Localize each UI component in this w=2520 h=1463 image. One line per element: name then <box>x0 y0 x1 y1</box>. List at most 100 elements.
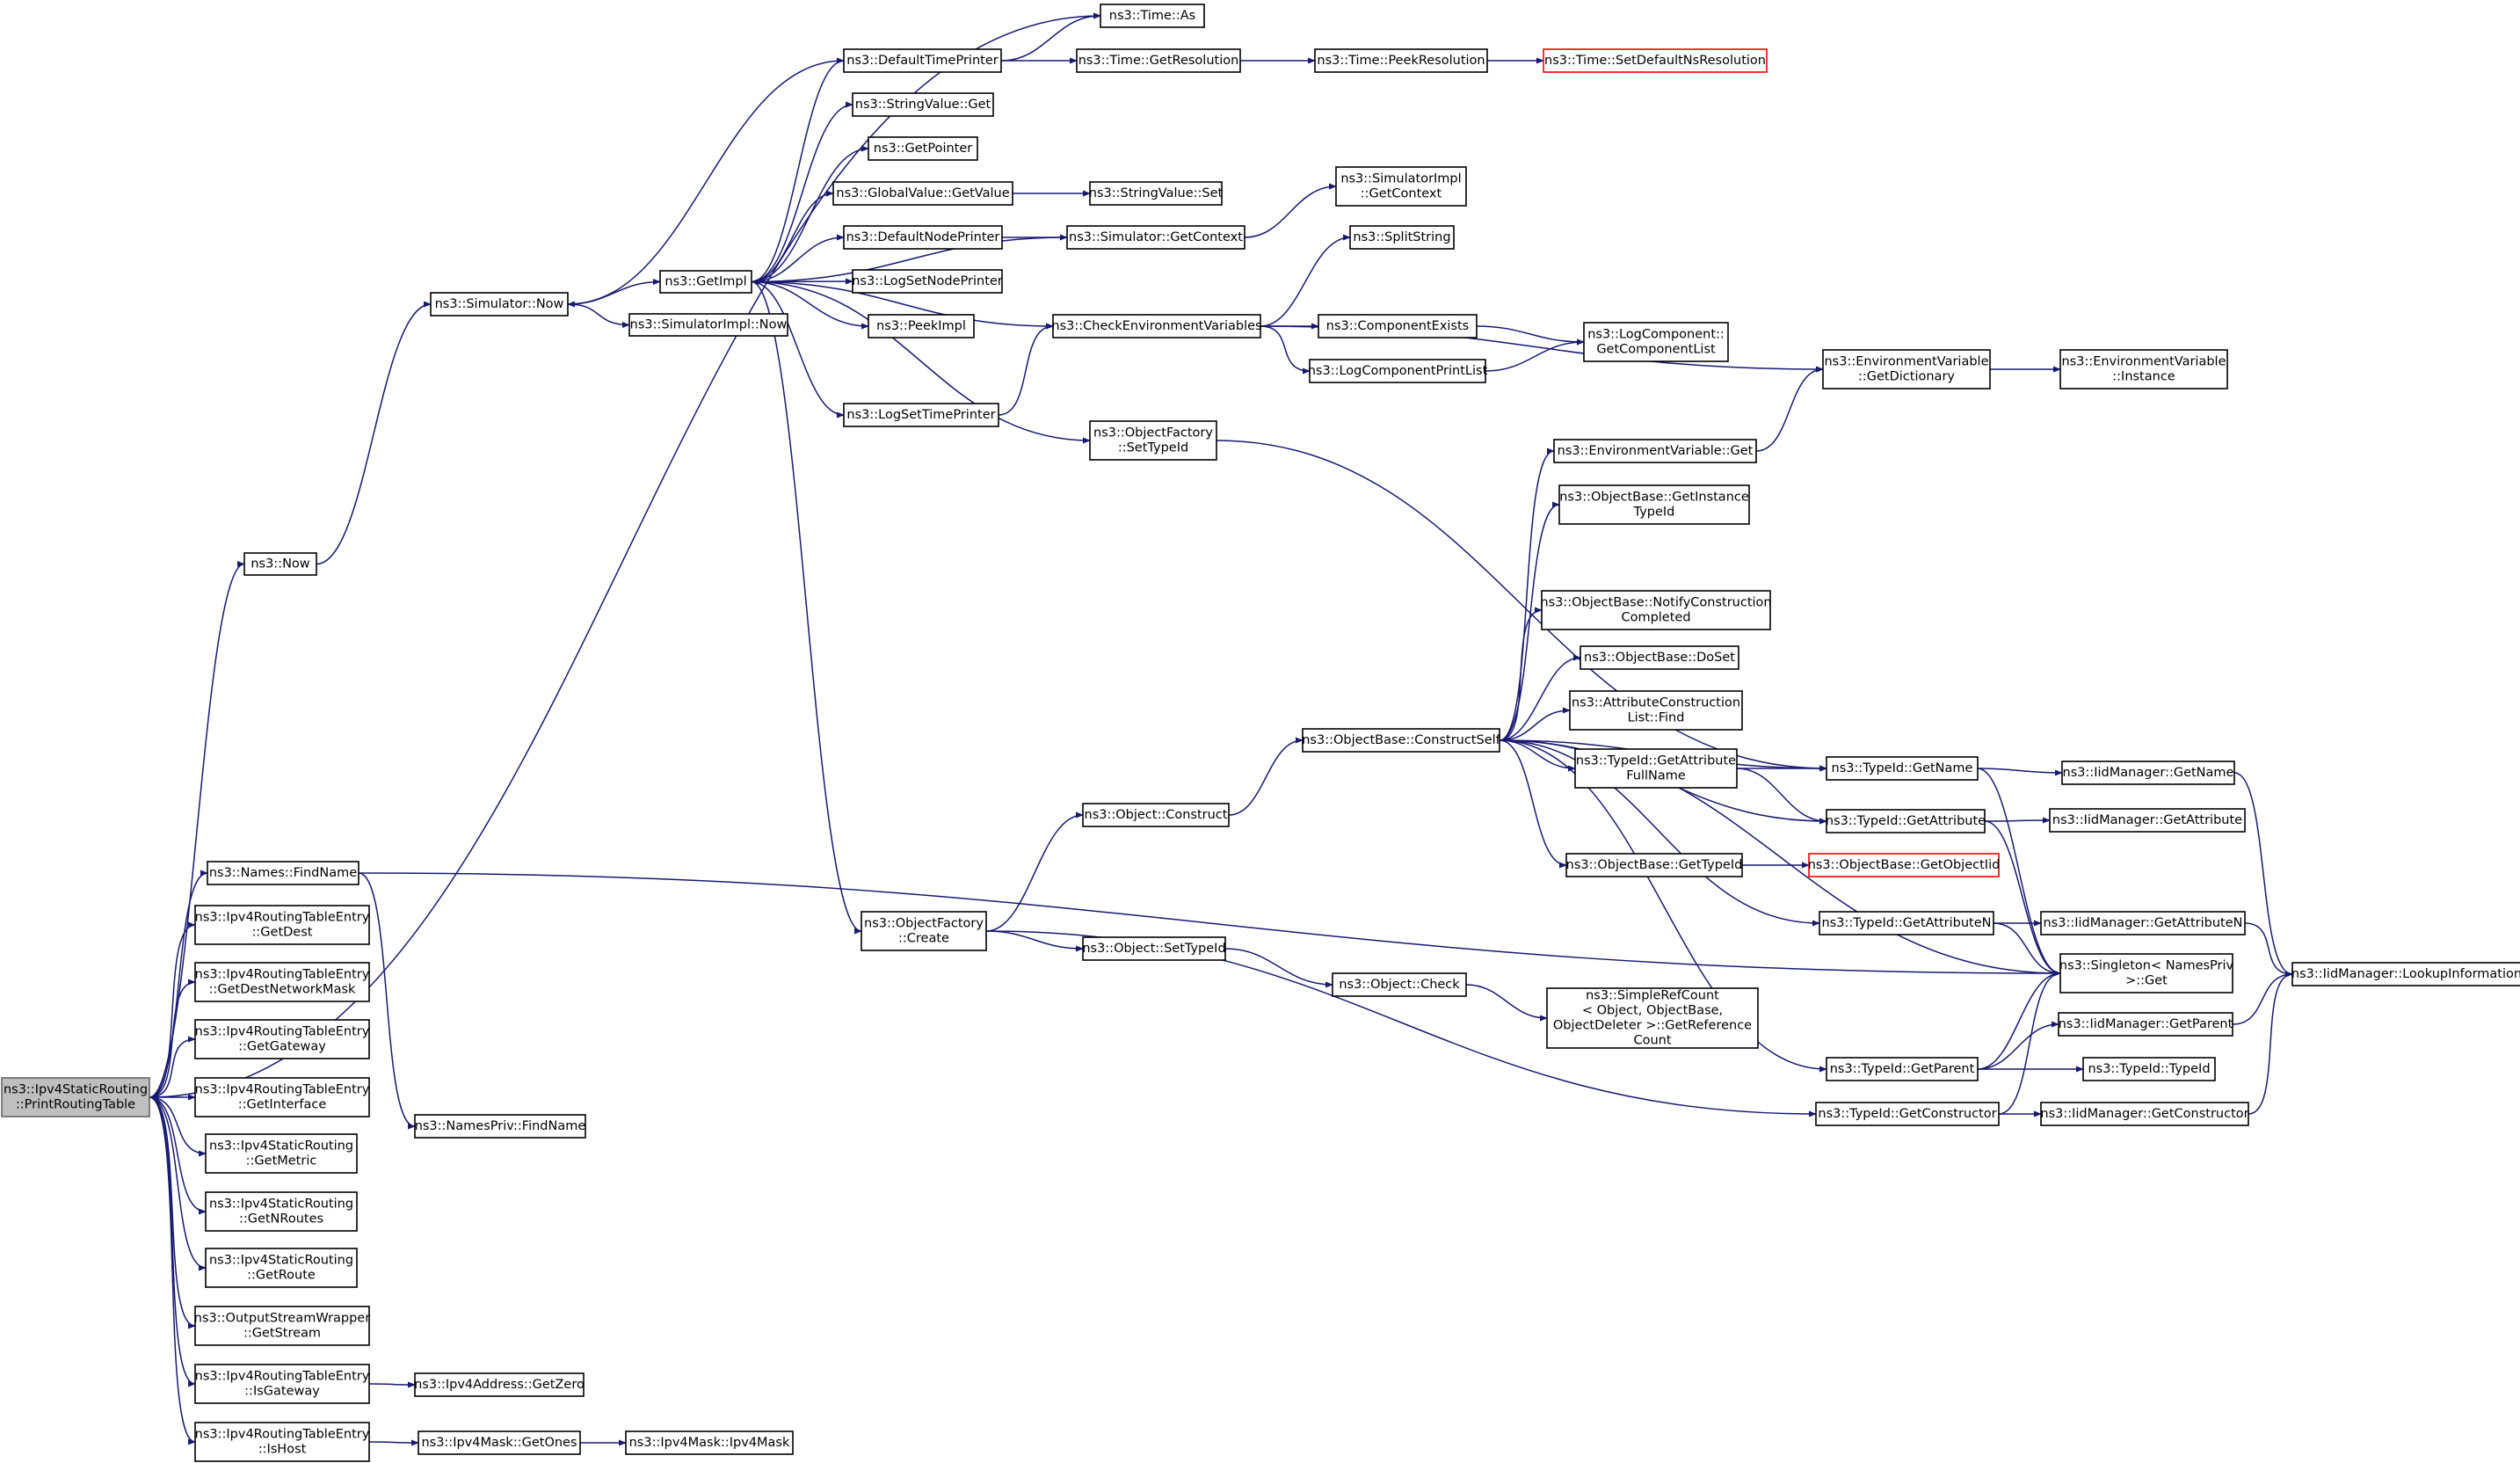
edge-check_env-to-logcompprintlist <box>1260 325 1311 375</box>
node-envvar-get[interactable]: ns3::EnvironmentVariable::Get <box>1553 439 1757 463</box>
node-time-getres[interactable]: ns3::Time::GetResolution <box>1076 48 1241 73</box>
node-objbase-doset[interactable]: ns3::ObjectBase::DoSet <box>1580 645 1739 670</box>
node-typeid-getconstructor[interactable]: ns3::TypeId::GetConstructor <box>1815 1102 2000 1126</box>
node-rte-ishost[interactable]: ns3::Ipv4RoutingTableEntry::IsHost <box>194 1422 370 1462</box>
node-sim-getcontext[interactable]: ns3::Simulator::GetContext <box>1066 225 1245 250</box>
node-objbase-gettypeid[interactable]: ns3::ObjectBase::GetTypeId <box>1565 853 1743 877</box>
edge-root-to-rte_isgateway <box>149 1096 196 1387</box>
node-peekimpl[interactable]: ns3::PeekImpl <box>868 314 975 338</box>
node-objfactory-settypeid[interactable]: ns3::ObjectFactory::SetTypeId <box>1089 420 1217 461</box>
node-envvar-getdict[interactable]: ns3::EnvironmentVariable::GetDictionary <box>1822 349 1991 389</box>
node-label: ns3::ObjectBase::GetInstance <box>1559 491 1749 505</box>
node-sim-now[interactable]: ns3::Simulator::Now <box>430 292 569 317</box>
node-box <box>1580 645 1739 670</box>
node-typeid-getparent[interactable]: ns3::TypeId::GetParent <box>1826 1057 1979 1081</box>
node-ipv4mask-ctor[interactable]: ns3::Ipv4Mask::Ipv4Mask <box>625 1430 794 1455</box>
node-object-construct[interactable]: ns3::Object::Construct <box>1082 803 1230 827</box>
node-now[interactable]: ns3::Now <box>243 552 317 576</box>
node-globalvalue-getvalue[interactable]: ns3::GlobalValue::GetValue <box>832 181 1013 206</box>
node-stringvalue-set[interactable]: ns3::StringValue::Set <box>1089 181 1224 206</box>
node-box <box>1583 322 1729 362</box>
node-objbase-constructself[interactable]: ns3::ObjectBase::ConstructSelf <box>1302 728 1501 753</box>
node-box <box>868 314 975 338</box>
node-getpointer[interactable]: ns3::GetPointer <box>868 136 978 161</box>
node-sr-getroute[interactable]: ns3::Ipv4StaticRouting::GetRoute <box>205 1248 358 1288</box>
node-label: ::GetMetric <box>246 1154 317 1168</box>
node-box <box>2082 1057 2216 1081</box>
node-root[interactable]: ns3::Ipv4StaticRouting::PrintRoutingTabl… <box>1 1077 150 1117</box>
node-label: ns3::IidManager::LookupInformation <box>2291 967 2520 981</box>
node-typeid-getattribute[interactable]: ns3::TypeId::GetAttribute <box>1826 809 1986 833</box>
edge-typeid_getattrfullname-to-typeid_getattribute <box>1736 768 1827 825</box>
node-box <box>843 225 1003 250</box>
node-singleton-get[interactable]: ns3::Singleton< NamesPriv>::Get <box>2059 953 2234 994</box>
node-logsetnodeprinter[interactable]: ns3::LogSetNodePrinter <box>852 269 1003 294</box>
node-rte-getdest[interactable]: ns3::Ipv4RoutingTableEntry::GetDest <box>194 905 370 945</box>
node-label: ::Instance <box>2112 370 2175 384</box>
node-rte-getgateway[interactable]: ns3::Ipv4RoutingTableEntry::GetGateway <box>194 1019 370 1059</box>
node-ipv4addr-getzero[interactable]: ns3::Ipv4Address::GetZero <box>414 1372 585 1397</box>
node-objfactory-create[interactable]: ns3::ObjectFactory::Create <box>861 911 987 951</box>
edge-root-to-sr_getroute <box>149 1096 207 1271</box>
node-label: ns3::StringValue::Set <box>1089 186 1224 200</box>
node-typeid-getattributen[interactable]: ns3::TypeId::GetAttributeN <box>1819 911 1994 935</box>
node-def-node-printer[interactable]: ns3::DefaultNodePrinter <box>843 225 1003 250</box>
node-rte-isgateway[interactable]: ns3::Ipv4RoutingTableEntry::IsGateway <box>194 1364 370 1404</box>
node-iidmgr-getname[interactable]: ns3::IidManager::GetName <box>2061 761 2235 785</box>
edge-getimpl-to-getpointer <box>751 145 869 283</box>
node-typeid-getname[interactable]: ns3::TypeId::GetName <box>1826 756 1979 781</box>
node-iidmgr-getattribute[interactable]: ns3::IidManager::GetAttribute <box>2049 808 2246 833</box>
node-iidmgr-getattributen[interactable]: ns3::IidManager::GetAttributeN <box>2040 911 2246 935</box>
node-time-as[interactable]: ns3::Time::As <box>1100 4 1205 28</box>
node-box <box>1822 349 1991 389</box>
node-simimpl-getcontext[interactable]: ns3::SimulatorImpl::GetContext <box>1335 166 1467 207</box>
node-check-env[interactable]: ns3::CheckEnvironmentVariables <box>1051 314 1262 338</box>
node-splitstring[interactable]: ns3::SplitString <box>1349 225 1455 250</box>
node-def-time-printer[interactable]: ns3::DefaultTimePrinter <box>843 48 1002 73</box>
node-box <box>1826 1057 1979 1081</box>
node-iidmgr-lookup[interactable]: ns3::IidManager::LookupInformation <box>2291 962 2520 986</box>
node-sr-getmetric[interactable]: ns3::Ipv4StaticRouting::GetMetric <box>205 1133 358 1174</box>
node-sr-getnroutes[interactable]: ns3::Ipv4StaticRouting::GetNRoutes <box>205 1191 358 1232</box>
node-label: ns3::IidManager::GetName <box>2063 766 2234 780</box>
node-label: ns3::ObjectBase::ConstructSelf <box>1302 733 1500 747</box>
node-time-peekres[interactable]: ns3::Time::PeekResolution <box>1314 48 1488 73</box>
node-logsettimeprinter[interactable]: ns3::LogSetTimePrinter <box>843 403 999 427</box>
edge-logcompprintlist-to-logcomp_getlist <box>1485 338 1585 372</box>
node-getimpl[interactable]: ns3::GetImpl <box>659 270 752 294</box>
node-rte-getinterface[interactable]: ns3::Ipv4RoutingTableEntry::GetInterface <box>194 1077 370 1117</box>
node-logcomp-getlist[interactable]: ns3::LogComponent::GetComponentList <box>1583 322 1729 362</box>
node-iidmgr-getconstructor[interactable]: ns3::IidManager::GetConstructor <box>2040 1102 2249 1126</box>
node-stringvalue-get[interactable]: ns3::StringValue::Get <box>852 92 994 117</box>
node-objbase-notify[interactable]: ns3::ObjectBase::NotifyConstructionCompl… <box>1540 590 1772 630</box>
node-compexists[interactable]: ns3::ComponentExists <box>1318 314 1478 338</box>
node-names-findname[interactable]: ns3::Names::FindName <box>207 861 359 885</box>
node-envvar-instance[interactable]: ns3::EnvironmentVariable::Instance <box>2059 349 2228 389</box>
node-logcompprintlist[interactable]: ns3::LogComponentPrintList <box>1308 359 1488 383</box>
node-label: ns3::ObjectBase::DoSet <box>1584 651 1735 665</box>
edge-typeid_getparent-to-singleton_get <box>1977 970 2061 1070</box>
node-objbase-getobjectiid[interactable]: ns3::ObjectBase::GetObjectIid <box>1808 853 2001 877</box>
node-object-check[interactable]: ns3::Object::Check <box>1332 972 1467 997</box>
node-label: ns3::GetPointer <box>874 142 973 156</box>
node-typeid-typeid[interactable]: ns3::TypeId::TypeId <box>2082 1057 2216 1081</box>
edge-typeid_getconstructor-to-singleton_get <box>1998 970 2061 1115</box>
node-object-settypeid[interactable]: ns3::Object::SetTypeId <box>1082 936 1226 961</box>
node-time-setdef[interactable]: ns3::Time::SetDefaultNsResolution <box>1543 48 1768 73</box>
node-box <box>1 1077 150 1117</box>
node-box <box>2058 1012 2233 1037</box>
node-namespriv-findname[interactable]: ns3::NamesPriv::FindName <box>414 1114 586 1139</box>
edge-rte_ishost-to-ipv4mask_getones <box>368 1439 419 1446</box>
edge-root-to-osw_getstream <box>149 1096 196 1329</box>
node-osw-getstream[interactable]: ns3::OutputStreamWrapper::GetStream <box>194 1306 370 1346</box>
node-simplerefcount[interactable]: ns3::SimpleRefCount< Object, ObjectBase,… <box>1546 987 1759 1049</box>
node-box <box>1574 748 1738 789</box>
node-simimpl-now[interactable]: ns3::SimulatorImpl::Now <box>628 313 788 337</box>
node-ipv4mask-getones[interactable]: ns3::Ipv4Mask::GetOnes <box>418 1430 581 1455</box>
node-rte-getdestmask[interactable]: ns3::Ipv4RoutingTableEntry::GetDestNetwo… <box>194 962 370 1002</box>
node-iidmgr-getparent[interactable]: ns3::IidManager::GetParent <box>2058 1012 2233 1037</box>
node-box <box>1569 690 1743 731</box>
